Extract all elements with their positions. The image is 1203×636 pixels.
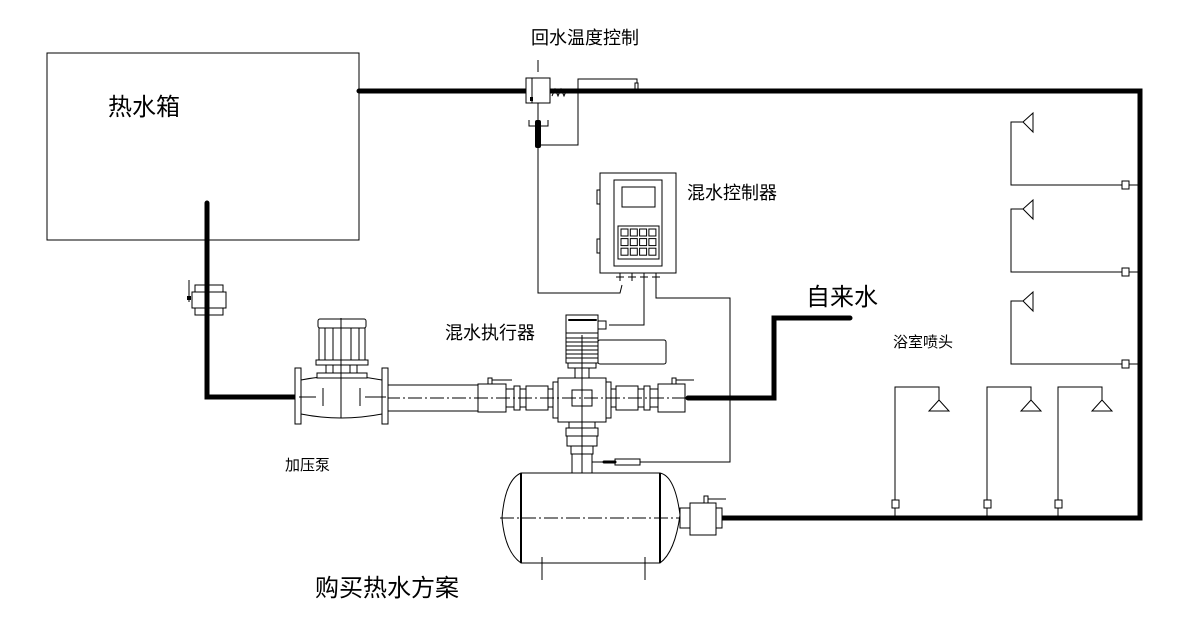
keypad-key bbox=[620, 228, 629, 237]
diagram-title: 购买热水方案 bbox=[315, 574, 459, 602]
pressure-tank bbox=[500, 454, 726, 580]
keypad-key bbox=[648, 228, 657, 237]
wall-shower-head bbox=[1010, 198, 1140, 277]
process-pipe bbox=[385, 377, 694, 413]
tank-outlet-pipe bbox=[204, 200, 299, 400]
keypad-key bbox=[639, 238, 648, 247]
keypad-key bbox=[639, 247, 648, 256]
keypad-keys bbox=[620, 228, 657, 256]
ceiling-shower-heads bbox=[891, 386, 1114, 518]
booster-pump bbox=[294, 318, 389, 425]
wall-shower-heads bbox=[1010, 111, 1140, 369]
ceiling-shower-head bbox=[983, 386, 1043, 518]
return-temp-control-label: 回水温度控制 bbox=[531, 28, 639, 49]
wall-shower-head bbox=[1010, 290, 1140, 369]
shower-valve bbox=[1121, 359, 1130, 369]
keypad-key bbox=[629, 238, 638, 247]
tank-sensor-wire bbox=[640, 281, 731, 463]
shower-valve bbox=[891, 499, 900, 509]
hot-water-tank bbox=[46, 52, 360, 241]
return-sensor-wire bbox=[537, 160, 623, 294]
mixing-controller-label: 混水控制器 bbox=[687, 183, 777, 204]
keypad-key bbox=[629, 247, 638, 256]
shower-valve bbox=[1054, 499, 1063, 509]
ceiling-shower-head bbox=[891, 386, 951, 518]
keypad-key bbox=[648, 247, 657, 256]
shower-heads-label: 浴室喷头 bbox=[893, 333, 953, 351]
booster-pump-label: 加压泵 bbox=[285, 456, 330, 474]
mixing-controller bbox=[596, 172, 677, 281]
keypad-key bbox=[629, 228, 638, 237]
tap-water-label: 自来水 bbox=[806, 283, 878, 311]
actuator-wire bbox=[609, 281, 645, 326]
keypad-key bbox=[648, 238, 657, 247]
return-temp-control-valve bbox=[525, 60, 639, 160]
tap-water-pipe bbox=[685, 315, 853, 401]
keypad-key bbox=[620, 238, 629, 247]
controller-display bbox=[621, 186, 656, 208]
mixing-actuator bbox=[552, 314, 667, 478]
keypad-key bbox=[620, 247, 629, 256]
keypad-key bbox=[639, 228, 648, 237]
wall-shower-head bbox=[1010, 111, 1140, 190]
shower-valve bbox=[1121, 267, 1130, 277]
hot-water-tank-label: 热水箱 bbox=[108, 93, 180, 121]
shower-valve bbox=[983, 499, 992, 509]
supply-pipe bbox=[356, 88, 1143, 521]
ceiling-shower-head bbox=[1054, 386, 1114, 518]
shower-valve bbox=[1121, 180, 1130, 190]
mixing-actuator-label: 混水执行器 bbox=[445, 323, 535, 344]
